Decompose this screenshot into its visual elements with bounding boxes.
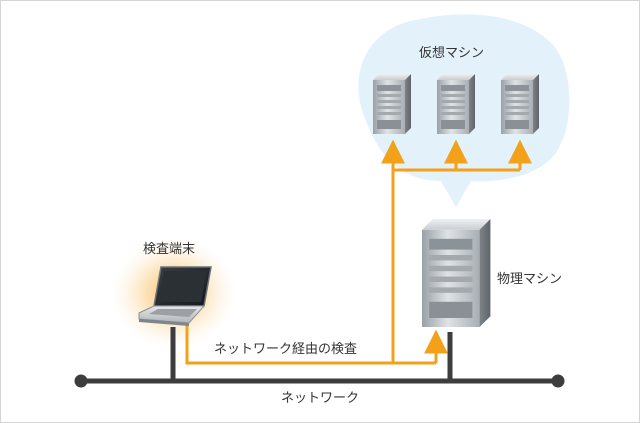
virtual-server-1-icon	[373, 74, 411, 134]
network-endpoint-left	[74, 374, 88, 388]
virtual-server-3-icon	[501, 74, 539, 134]
inspection-path-label: ネットワーク経由の検査	[214, 342, 358, 357]
network-label: ネットワーク	[281, 391, 360, 406]
virtual-machines-label: 仮想マシン	[419, 46, 485, 61]
laptop-icon	[138, 266, 212, 326]
network-endpoint-right	[551, 374, 565, 388]
physical-server-icon	[422, 219, 491, 327]
physical-machine-label: 物理マシン	[497, 272, 563, 287]
inspection-terminal-label: 検査端末	[143, 242, 196, 257]
virtual-server-2-icon	[437, 74, 475, 134]
inspection-path	[185, 139, 532, 365]
